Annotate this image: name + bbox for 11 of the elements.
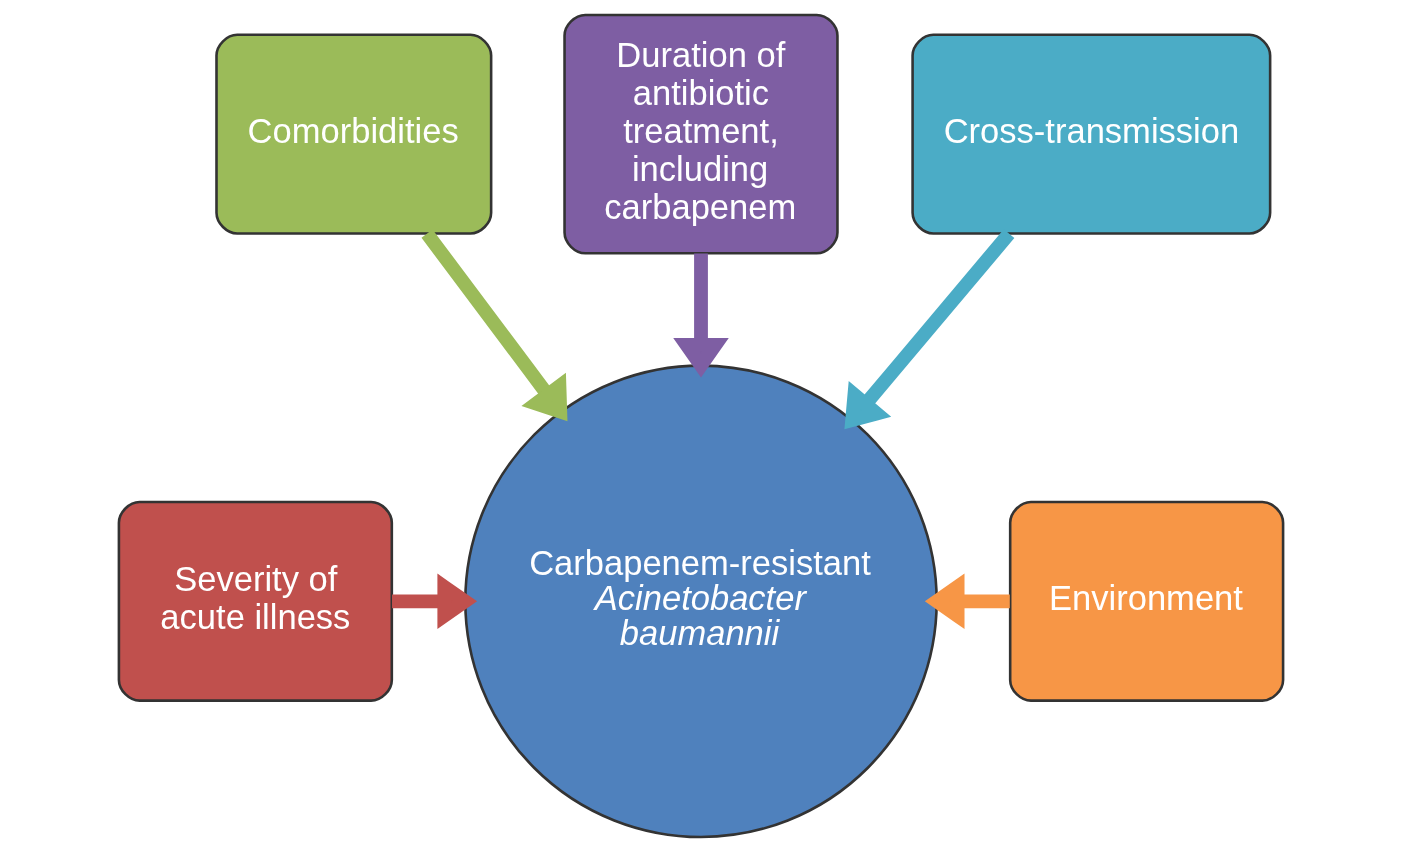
node-box: Environment: [1008, 500, 1285, 702]
node-box: Comorbidities: [215, 33, 493, 235]
arrow: [844, 229, 1015, 430]
node-box: Duration of antibiotic treatment, including carbapenem: [563, 13, 839, 255]
node-box: Cross-transmission: [911, 33, 1272, 235]
node-box: Severity of acute illness: [117, 500, 394, 702]
arrow: [924, 573, 1010, 630]
node-circle: Carbapenem-resistant Acinetobacter baumannii: [464, 364, 938, 839]
arrow: [673, 253, 729, 378]
arrow: [392, 573, 478, 630]
arrow: [421, 229, 568, 422]
